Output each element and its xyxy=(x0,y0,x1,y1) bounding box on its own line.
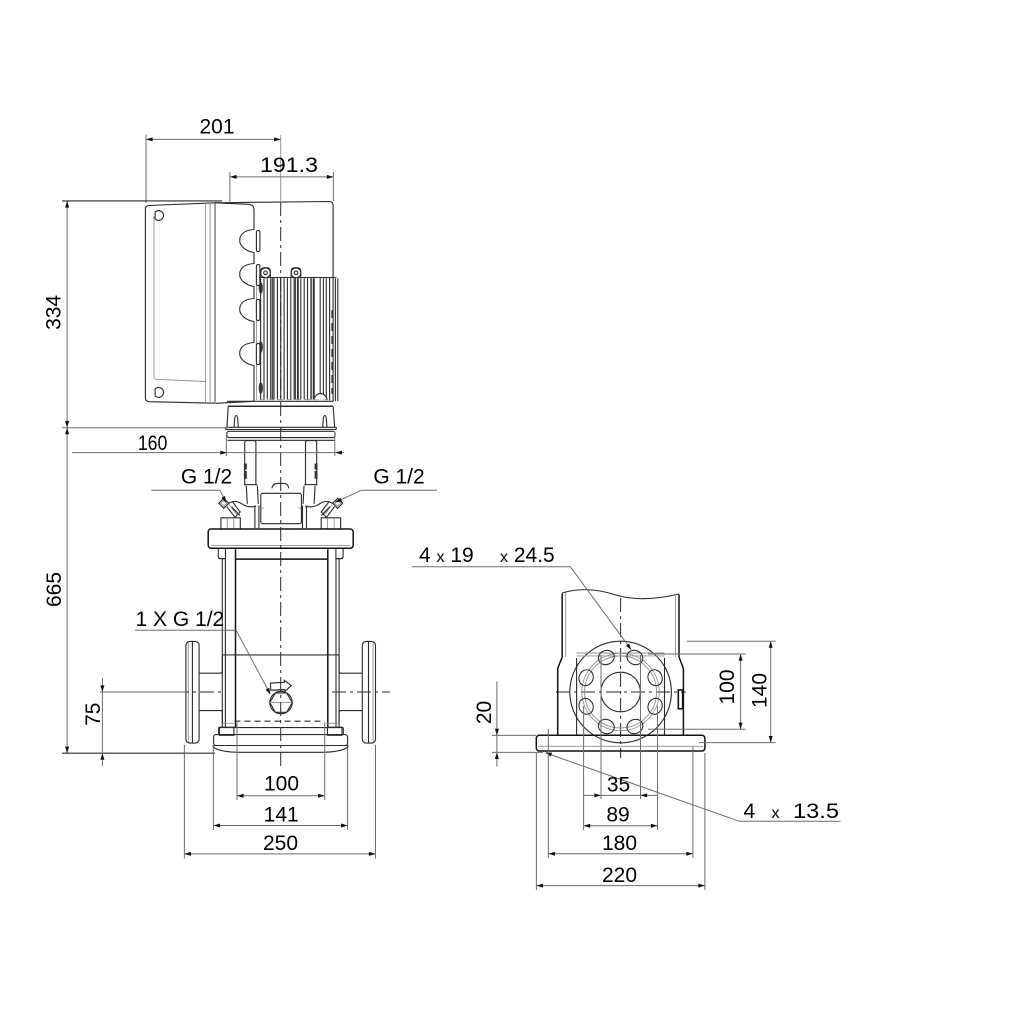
svg-text:180: 180 xyxy=(602,832,637,855)
svg-text:160: 160 xyxy=(138,432,168,455)
svg-text:35: 35 xyxy=(607,774,630,797)
svg-text:75: 75 xyxy=(82,703,105,726)
svg-text:4: 4 xyxy=(744,800,756,823)
svg-text:13.5: 13.5 xyxy=(793,800,839,823)
svg-text:1 X G 1/2: 1 X G 1/2 xyxy=(136,608,225,631)
svg-text:334: 334 xyxy=(42,295,65,330)
svg-text:220: 220 xyxy=(602,864,637,887)
svg-text:100: 100 xyxy=(264,772,299,795)
svg-text:x 24.5: x 24.5 xyxy=(500,544,555,567)
svg-text:250: 250 xyxy=(263,832,298,855)
svg-text:141: 141 xyxy=(264,804,299,827)
svg-text:140: 140 xyxy=(749,673,772,708)
svg-text:100: 100 xyxy=(716,669,739,704)
svg-text:G 1/2: G 1/2 xyxy=(181,465,232,488)
svg-text:x: x xyxy=(772,805,780,822)
svg-text:191.3: 191.3 xyxy=(260,154,318,177)
svg-text:201: 201 xyxy=(199,115,234,138)
svg-text:20: 20 xyxy=(473,701,496,724)
svg-text:665: 665 xyxy=(43,572,66,607)
svg-text:89: 89 xyxy=(606,804,629,827)
svg-text:4 x 19: 4 x 19 xyxy=(419,544,474,567)
svg-text:G 1/2: G 1/2 xyxy=(373,465,424,488)
